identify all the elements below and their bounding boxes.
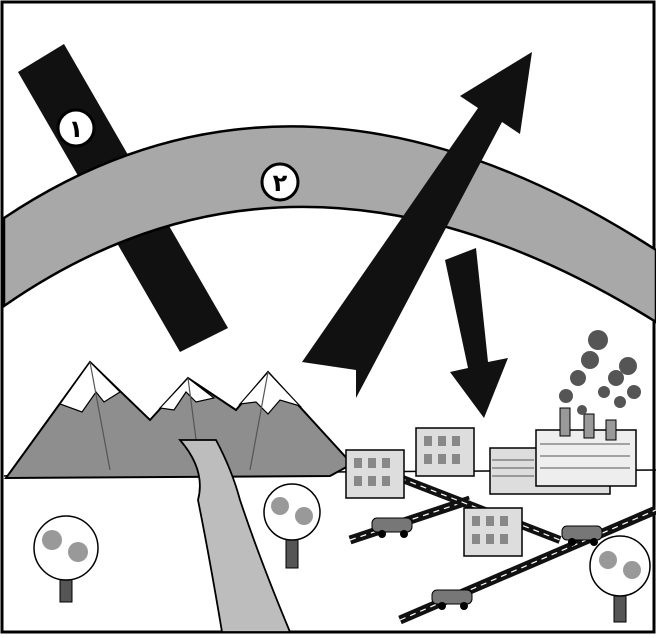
- building-icon: [463, 507, 523, 557]
- label-one-marker: ١: [56, 108, 96, 148]
- label-two-text: ٢: [273, 169, 288, 197]
- building-icon: [345, 449, 405, 499]
- smoke-icon: [619, 357, 637, 375]
- smoke-icon: [570, 370, 586, 386]
- label-two-marker: ٢: [260, 162, 300, 202]
- factory-icon: [489, 407, 637, 495]
- car-icon: [561, 525, 603, 546]
- factory: [489, 407, 637, 495]
- city-buildings: [345, 427, 523, 557]
- smoke-icon: [559, 389, 573, 403]
- river: [178, 439, 292, 633]
- smoke-icon: [608, 370, 624, 386]
- smoke-icon: [577, 405, 587, 415]
- trees: [33, 483, 651, 623]
- car-icon: [371, 517, 413, 538]
- atmosphere-band: [2, 125, 656, 324]
- tree-icon: [589, 535, 651, 623]
- smoke-icon: [614, 396, 626, 408]
- mountain-range: [4, 360, 354, 480]
- tree-icon: [263, 483, 321, 569]
- tree-icon: [33, 515, 99, 603]
- building-icon: [415, 427, 475, 477]
- smoke-icon: [598, 386, 610, 398]
- escaping-radiation-arrow: [302, 52, 532, 398]
- smoke-icon: [588, 330, 608, 350]
- label-one-text: ١: [69, 115, 84, 143]
- smoke-plume: [559, 330, 641, 415]
- downward-radiation-arrow: [445, 248, 508, 418]
- cars: [371, 517, 603, 610]
- car-icon: [431, 589, 473, 610]
- smoke-icon: [627, 385, 641, 399]
- smoke-icon: [581, 351, 599, 369]
- escaping-radiation-arrow-icon: [302, 52, 532, 398]
- downward-radiation-arrow-icon: [445, 248, 508, 418]
